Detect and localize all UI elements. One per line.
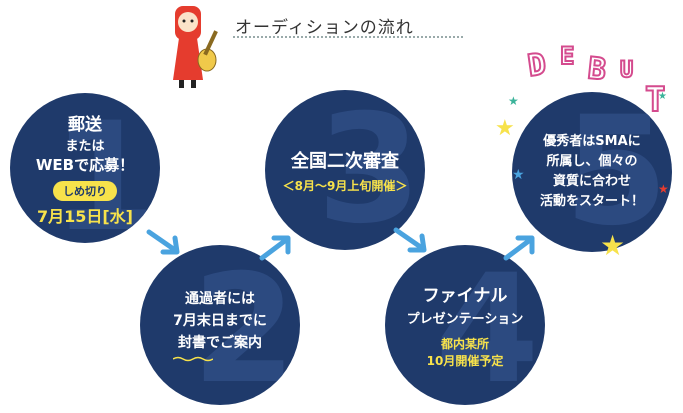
deadline-badge: しめ切り bbox=[52, 180, 117, 201]
step-number: 5 bbox=[564, 92, 669, 252]
step-text: 全国二次審査 bbox=[290, 150, 399, 172]
step-text: 優秀者はSMAに bbox=[543, 134, 641, 149]
wavy-underline bbox=[173, 356, 214, 362]
deadline-date: 7月15日[水] bbox=[36, 206, 133, 226]
debut-letter-e: E bbox=[559, 41, 576, 71]
debut-letter-d: D bbox=[525, 46, 550, 85]
step-subtext: 10月開催予定 bbox=[426, 354, 504, 368]
arrow-icon bbox=[146, 229, 180, 255]
step-subtext: ＜8月～9月上旬開催＞ bbox=[282, 178, 408, 193]
page-title: オーディションの流れ bbox=[235, 18, 414, 38]
step-text: 活動をスタート！ bbox=[539, 194, 644, 209]
step-text: 資質に合わせ bbox=[552, 174, 631, 189]
step-number: 4 bbox=[435, 245, 540, 405]
step-text: または bbox=[65, 138, 105, 154]
star-icon: ★ bbox=[495, 116, 515, 141]
step-subtext: 都内某所 bbox=[440, 337, 489, 351]
step-text: ファイナル bbox=[422, 286, 508, 306]
step-number: 1 bbox=[52, 93, 157, 243]
step-text: 通過者には bbox=[185, 291, 255, 307]
step-4-circle: 4 ファイナル プレゼンテーション 都内某所 10月開催予定 bbox=[385, 245, 545, 405]
girl-with-guitar-illustration bbox=[165, 2, 230, 92]
step-number: 2 bbox=[192, 245, 297, 405]
star-icon: ★ bbox=[600, 229, 626, 262]
star-icon: ★ bbox=[512, 167, 525, 183]
step-text: WEBで応募！ bbox=[35, 155, 135, 174]
step-number: 3 bbox=[317, 90, 422, 250]
step-2-circle: 2 通過者には 7月末日までに 封書でご案内 bbox=[140, 245, 300, 405]
step-5-circle: 5 優秀者はSMAに 所属し、個々の 資質に合わせ 活動をスタート！ bbox=[512, 92, 672, 252]
debut-letter-t: T bbox=[644, 79, 667, 121]
step-text: 郵送 bbox=[67, 114, 102, 135]
step-text: プレゼンテーション bbox=[406, 312, 524, 327]
arrow-icon bbox=[503, 235, 535, 261]
step-text: 封書でご案内 bbox=[178, 335, 262, 351]
step-text: 所属し、個々の bbox=[546, 154, 638, 169]
debut-letter-u: U bbox=[619, 57, 634, 84]
star-icon: ★ bbox=[658, 182, 669, 196]
step-3-circle: 3 全国二次審査 ＜8月～9月上旬開催＞ bbox=[265, 90, 425, 250]
title-dotted-underline bbox=[233, 36, 463, 38]
arrow-icon bbox=[259, 235, 291, 261]
step-text: 7月末日までに bbox=[173, 313, 267, 329]
star-icon: ★ bbox=[508, 94, 519, 108]
arrow-icon bbox=[393, 227, 427, 253]
star-icon: ★ bbox=[658, 91, 667, 102]
step-1-circle: 1 郵送 または WEBで応募！ しめ切り 7月15日[水] bbox=[10, 93, 160, 243]
debut-letter-b: B bbox=[585, 50, 609, 89]
